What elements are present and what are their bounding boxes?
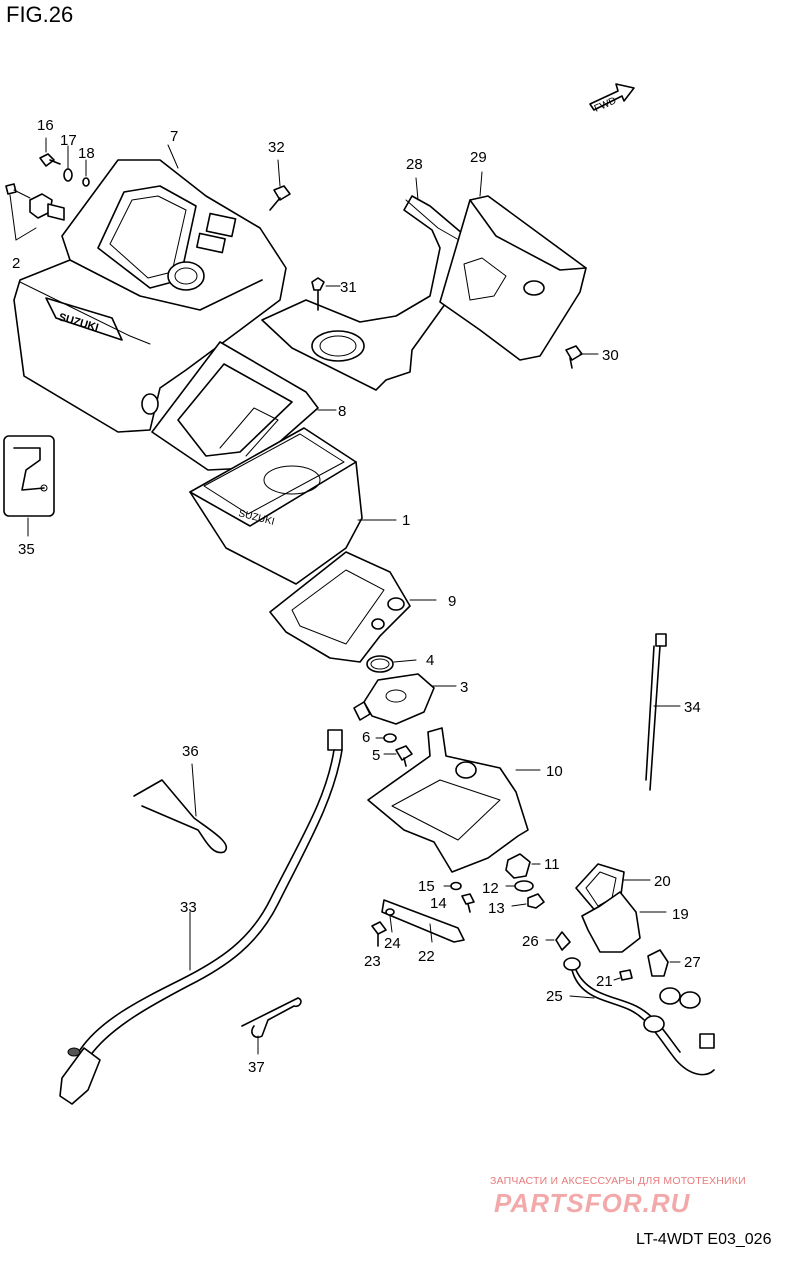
part-34-cable-tie: [645, 633, 681, 791]
callout-20: 20: [654, 873, 671, 890]
part-7-upper-cover: SUZUKI: [13, 144, 287, 433]
drawing-code: LT-4WDT E03_026: [636, 1231, 772, 1248]
part-2-drawing: [5, 183, 65, 241]
part-30-screw: [565, 345, 599, 369]
callout-35: 35: [18, 541, 35, 558]
callout-7: 7: [170, 128, 178, 145]
callout-29: 29: [470, 149, 487, 166]
part-22-23-24-drawing: [371, 899, 465, 947]
callout-23: 23: [364, 953, 381, 970]
callout-2: 2: [12, 255, 20, 272]
callout-30: 30: [602, 347, 619, 364]
part-25-harness: [563, 957, 715, 1076]
part-11-to-15-fasteners: [443, 853, 545, 913]
callout-8: 8: [338, 403, 346, 420]
callout-17: 17: [60, 132, 77, 149]
part-4-o-ring: [366, 655, 417, 673]
callout-19: 19: [672, 906, 689, 923]
callout-16: 16: [37, 117, 54, 134]
callout-32: 32: [268, 139, 285, 156]
callout-25: 25: [546, 988, 563, 1005]
callout-9: 9: [448, 593, 456, 610]
part-32-bolt: [269, 159, 291, 211]
callout-24: 24: [384, 935, 401, 952]
callout-15: 15: [418, 878, 435, 895]
callout-28: 28: [406, 156, 423, 173]
part-3-sensor: [353, 673, 457, 725]
callout-34: 34: [684, 699, 701, 716]
part-36-clip: [133, 763, 228, 854]
callout-12: 12: [482, 880, 499, 897]
callout-13: 13: [488, 900, 505, 917]
part-9-lower-frame: [269, 551, 437, 663]
part-35-decal: [3, 435, 55, 537]
watermark-logo: PARTSFOR.RU: [494, 1188, 691, 1218]
watermark-subtitle: ЗАПЧАСТИ И АКСЕССУАРЫ ДЛЯ МОТОТЕХНИКИ: [490, 1175, 746, 1187]
part-5-6-fasteners: [375, 733, 413, 767]
part-16-17-18-drawing: [39, 137, 90, 187]
part-28-bracket: [261, 177, 471, 391]
part-37-clip: [241, 997, 302, 1055]
part-33-cable: [59, 729, 343, 1105]
callout-11: 11: [544, 856, 560, 873]
callout-3: 3: [460, 679, 468, 696]
callout-1: 1: [402, 512, 410, 529]
part-19-20-housing: [575, 863, 667, 953]
callout-4: 4: [426, 652, 434, 669]
callout-37: 37: [248, 1059, 265, 1076]
callout-22: 22: [418, 948, 435, 965]
callout-6: 6: [362, 729, 370, 746]
part-21-26-27-bulbs: [545, 931, 681, 981]
callout-14: 14: [430, 895, 447, 912]
callout-27: 27: [684, 954, 701, 971]
callout-33: 33: [180, 899, 197, 916]
fwd-label: FWD: [593, 95, 618, 114]
callout-21: 21: [596, 973, 613, 990]
callout-36: 36: [182, 743, 199, 760]
fwd-arrow-icon: FWD: [589, 83, 635, 115]
part-10-bracket: [367, 727, 541, 873]
part-1-meter-case: SUZUKI: [189, 427, 397, 585]
part-8-bezel: [151, 341, 337, 471]
callout-31: 31: [340, 279, 357, 296]
callout-26: 26: [522, 933, 539, 950]
callout-5: 5: [372, 747, 380, 764]
callout-10: 10: [546, 763, 563, 780]
callout-18: 18: [78, 145, 95, 162]
part-29-rear-cover: [439, 171, 587, 361]
figure-title: FIG.26: [6, 2, 73, 27]
